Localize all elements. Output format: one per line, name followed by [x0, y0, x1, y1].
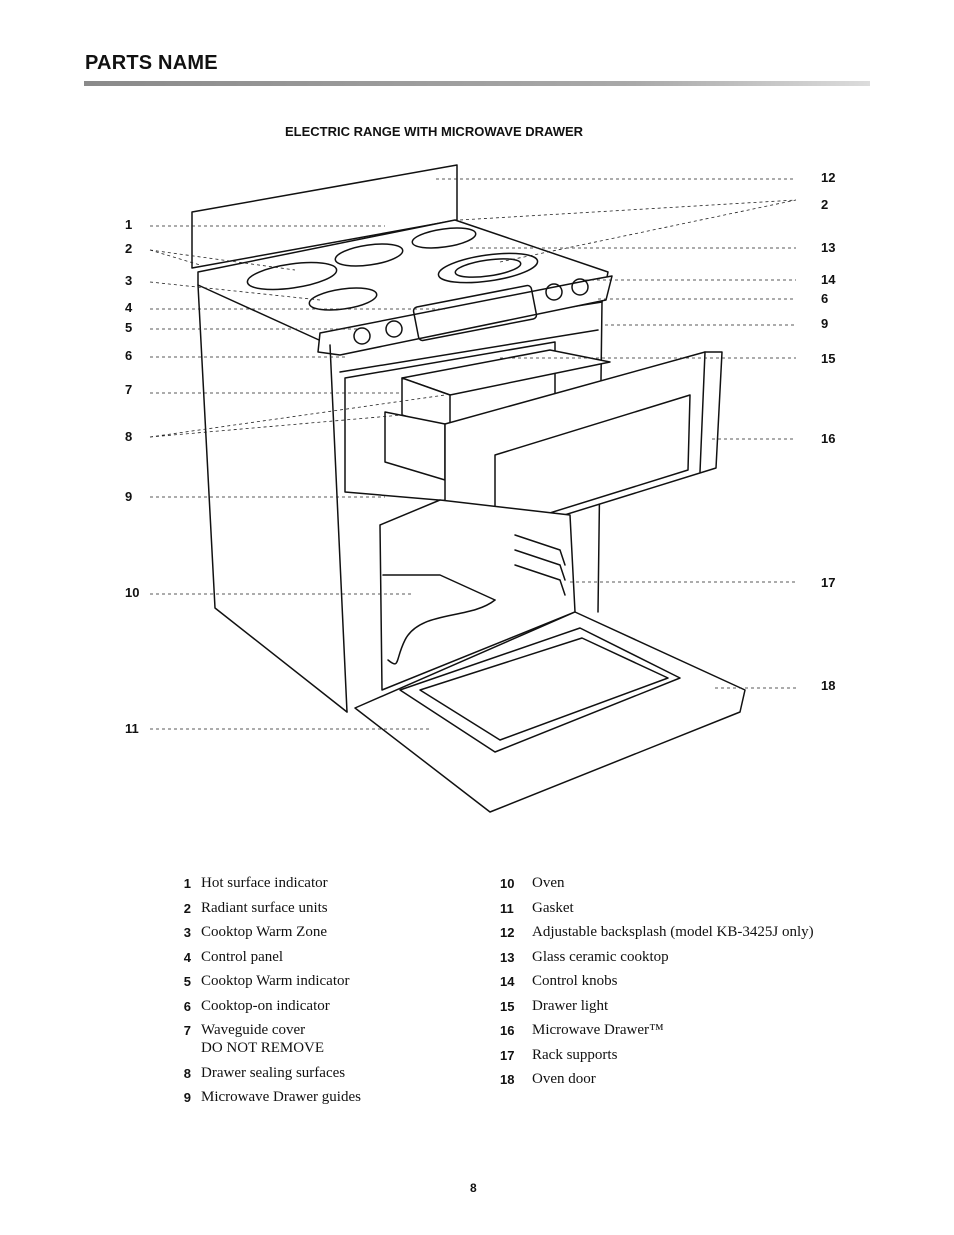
callout-right-9: 9 — [821, 316, 829, 331]
list-item: 4 Control panel — [175, 948, 361, 966]
list-item: 1 Hot surface indicator — [175, 874, 361, 892]
title-rule — [84, 81, 870, 86]
callout-left-3: 3 — [125, 273, 133, 288]
part-number: 12 — [500, 925, 515, 940]
callout-right-13: 13 — [821, 240, 836, 255]
part-name: Drawer light — [532, 997, 609, 1014]
part-name: Cooktop-on indicator — [201, 997, 330, 1014]
list-item: 3 Cooktop Warm Zone — [175, 923, 361, 941]
part-name: Microwave Drawer™ — [532, 1022, 664, 1038]
part-number: 18 — [500, 1072, 515, 1087]
oven-cavity — [379, 499, 576, 691]
part-number: 4 — [183, 949, 191, 965]
callout-right-2: 2 — [821, 197, 829, 212]
callout-right-6: 6 — [821, 291, 829, 306]
part-name: Radiant surface units — [201, 899, 328, 916]
knob-4 — [571, 278, 589, 296]
part-name: Cooktop Warm indicator — [201, 973, 350, 989]
callout-left-10: 10 — [125, 585, 140, 600]
callout-right-12: 12 — [821, 170, 836, 185]
part-number: 6 — [183, 998, 191, 1014]
part-number: 13 — [500, 949, 515, 965]
diagram-title: ELECTRIC RANGE WITH MICROWAVE DRAWER — [285, 124, 584, 139]
knob-2 — [385, 320, 403, 338]
callout-left-6: 6 — [125, 348, 133, 363]
callout-left-11: 11 — [125, 721, 139, 736]
part-name: Oven door — [532, 1071, 596, 1087]
part-number: 3 — [183, 925, 191, 940]
part-warning: DO NOT REMOVE — [201, 1040, 325, 1056]
list-item: 15 Drawer light — [500, 997, 814, 1015]
knob-3 — [545, 283, 563, 301]
part-name: Microwave Drawer guides — [201, 1089, 361, 1105]
part-name: Waveguide cover — [201, 1022, 306, 1038]
part-number: 8 — [183, 1065, 191, 1081]
callout-right-15: 15 — [821, 351, 836, 366]
part-number: 2 — [183, 900, 191, 916]
cabinet-left-side — [197, 284, 348, 713]
part-number: 11 — [500, 900, 514, 916]
part-number: 5 — [183, 974, 191, 989]
list-item: 5 Cooktop Warm indicator — [175, 972, 361, 990]
knob-1 — [353, 327, 371, 345]
part-name: Hot surface indicator — [201, 875, 328, 891]
list-item: 7 Waveguide cover DO NOT REMOVE — [175, 1021, 361, 1057]
part-name: Glass ceramic cooktop — [532, 948, 669, 965]
callout-right-18: 18 — [821, 678, 836, 693]
list-item: 6 Cooktop-on indicator — [175, 997, 361, 1015]
list-item: 13 Glass ceramic cooktop — [500, 948, 814, 966]
part-number: 7 — [183, 1023, 191, 1038]
callout-right-17: 17 — [821, 575, 836, 590]
burner-right-rear — [411, 227, 477, 249]
part-name: Control panel — [201, 948, 284, 965]
callout-left-8: 8 — [125, 429, 133, 444]
part-number: 15 — [500, 998, 515, 1014]
part-name: Control knobs — [532, 973, 618, 989]
list-item: 14 Control knobs — [500, 972, 814, 990]
callout-left-5: 5 — [125, 320, 133, 335]
part-number: 1 — [183, 876, 191, 891]
part-number: 14 — [500, 974, 515, 989]
part-name-group: Waveguide cover DO NOT REMOVE — [201, 1021, 324, 1057]
callout-left-4: 4 — [125, 300, 133, 315]
burner-left-rear — [334, 243, 404, 267]
callout-left-7: 7 — [125, 382, 133, 397]
part-name: Gasket — [532, 899, 574, 916]
page-title: PARTS NAME — [85, 52, 218, 74]
callout-left-2: 2 — [125, 241, 133, 256]
list-item: 18 Oven door — [500, 1070, 814, 1088]
parts-list-col2: 10 Oven 11 Gasket 12 Adjustable backsplash … — [500, 874, 814, 1095]
part-name: Oven — [532, 875, 565, 891]
cabinet-front-left — [329, 344, 348, 713]
part-name: Cooktop Warm Zone — [201, 924, 327, 940]
list-item: 16 Microwave Drawer™ — [500, 1021, 814, 1039]
list-item: 2 Radiant surface units — [175, 899, 361, 917]
page-number: 8 — [470, 1181, 477, 1195]
control-panel-shape — [317, 275, 613, 356]
part-number: 16 — [500, 1023, 515, 1038]
callout-right-14: 14 — [821, 272, 836, 287]
part-name: Adjustable backsplash (model KB-3425J on… — [532, 924, 814, 940]
parts-list-col1: 1 Hot surface indicator 2 Radiant surface … — [175, 874, 361, 1113]
callout-right-16: 16 — [821, 431, 836, 446]
callout-left-1: 1 — [125, 217, 133, 232]
list-item: 8 Drawer sealing surfaces — [175, 1064, 361, 1082]
part-number: 10 — [500, 876, 515, 891]
burner-right-front — [437, 252, 539, 284]
part-number: 17 — [500, 1047, 515, 1063]
range-diagram — [149, 164, 797, 813]
display-window — [412, 284, 538, 342]
burner-left-front — [246, 261, 338, 291]
callout-left-9: 9 — [125, 489, 133, 504]
part-number: 9 — [183, 1090, 191, 1105]
list-item: 10 Oven — [500, 874, 814, 892]
list-item: 9 Microwave Drawer guides — [175, 1088, 361, 1106]
part-name: Rack supports — [532, 1046, 618, 1063]
list-item: 17 Rack supports — [500, 1046, 814, 1064]
list-item: 12 Adjustable backsplash (model KB-3425J … — [500, 923, 814, 941]
part-name: Drawer sealing surfaces — [201, 1064, 346, 1081]
list-item: 11 Gasket — [500, 899, 814, 917]
